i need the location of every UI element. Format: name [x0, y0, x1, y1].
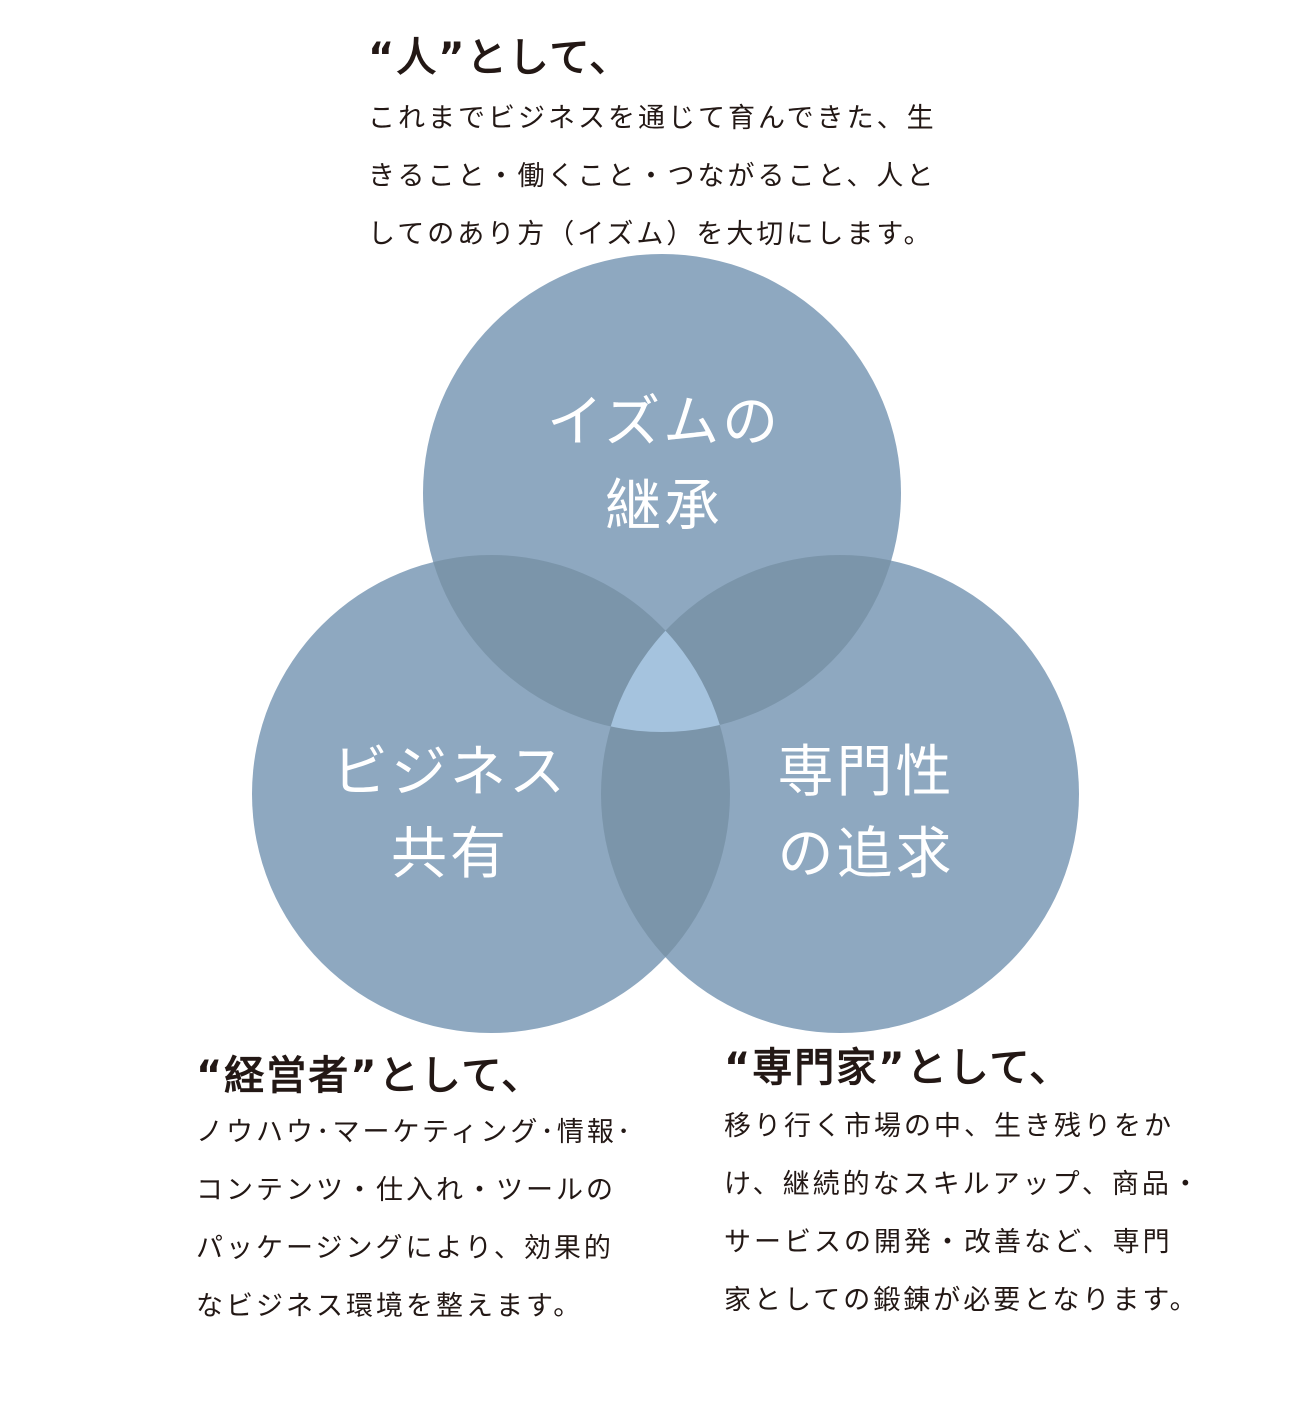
venn-label-top-line1: イズムの	[547, 390, 781, 455]
venn-label-left-line2: 共有	[391, 822, 509, 887]
venn-overlap-top-left	[423, 555, 730, 732]
venn-label-top-line2: 継承	[605, 474, 723, 539]
description-line: 家としての鍛錬が必要となります。	[724, 1285, 1200, 1316]
heading-person: “人”として、	[368, 35, 632, 81]
description-line: ノウハウ･マーケティング･情報･	[196, 1117, 634, 1148]
venn-label-right-line2: の追求	[778, 822, 955, 887]
description-line: コンテンツ・仕入れ・ツールの	[196, 1175, 616, 1206]
description-line: これまでビジネスを通じて育んできた、生	[368, 103, 937, 134]
description-line: きること・働くこと・つながること、人と	[368, 161, 937, 192]
text-block-manager: “経営者”として、 ノウハウ･マーケティング･情報･ コンテンツ・仕入れ・ツール…	[196, 1052, 633, 1336]
description-line: け、継続的なスキルアップ、商品・	[724, 1169, 1202, 1200]
description-person: これまでビジネスを通じて育んできた、生 きること・働くこと・つながること、人と …	[368, 90, 937, 264]
venn-label-left-line1: ビジネス	[332, 740, 568, 805]
description-line: してのあり方（イズム）を大切にします。	[368, 219, 934, 250]
text-block-person: “人”として、 これまでビジネスを通じて育んできた、生 きること・働くこと・つな…	[368, 34, 937, 264]
description-line: サービスの開発・改善など、専門	[724, 1227, 1173, 1258]
venn-label-right-line1: 専門性	[778, 740, 955, 805]
venn-overlap-top-right	[601, 555, 901, 732]
description-line: 移り行く市場の中、生き残りをか	[724, 1111, 1174, 1142]
description-line: なビジネス環境を整えます。	[196, 1291, 584, 1322]
description-manager: ノウハウ･マーケティング･情報･ コンテンツ・仕入れ・ツールの パッケージングに…	[196, 1104, 633, 1336]
heading-manager: “経営者”として、	[196, 1053, 544, 1099]
heading-specialist: “専門家”として、	[724, 1045, 1072, 1091]
description-specialist: 移り行く市場の中、生き残りをか け、継続的なスキルアップ、商品・ サービスの開発…	[724, 1098, 1202, 1330]
description-line: パッケージングにより、効果的	[196, 1233, 614, 1264]
text-block-specialist: “専門家”として、 移り行く市場の中、生き残りをか け、継続的なスキルアップ、商…	[724, 1044, 1202, 1330]
